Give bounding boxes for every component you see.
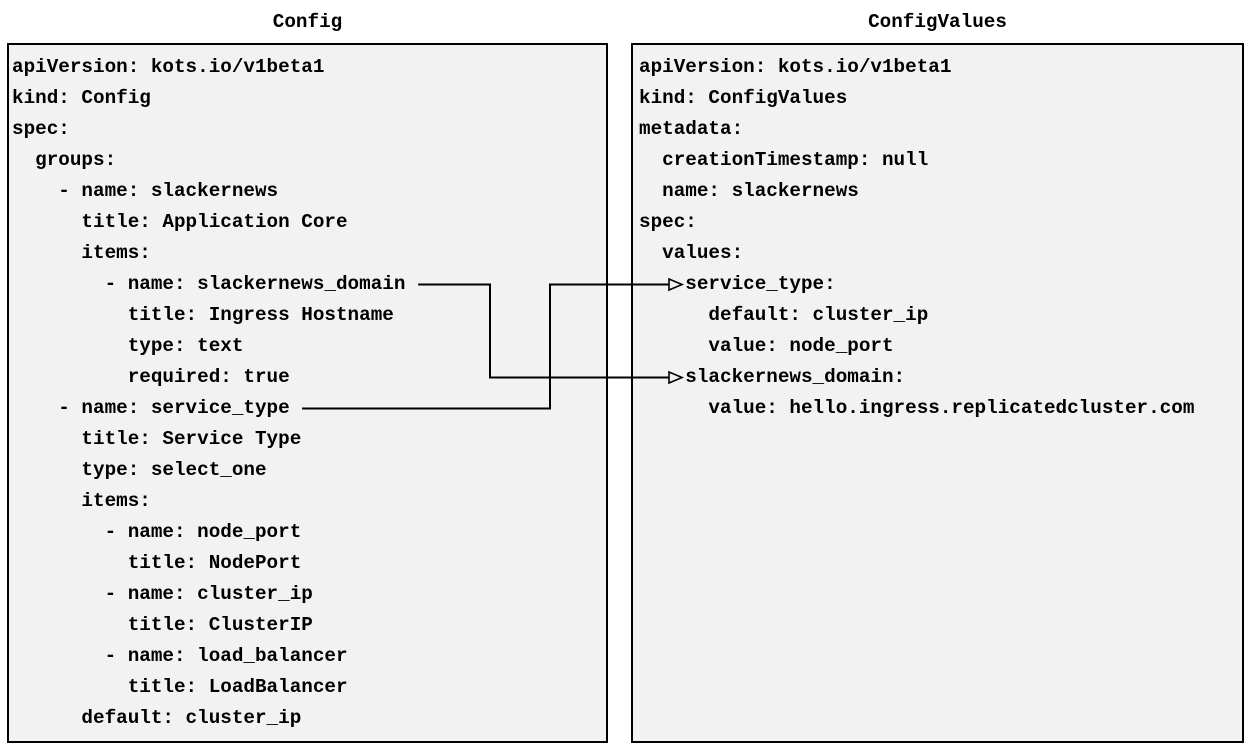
config-panel-title: Config (272, 11, 343, 33)
yaml-line: metadata: (639, 118, 744, 140)
yaml-line: required: true (12, 366, 290, 388)
yaml-line: type: text (12, 335, 244, 357)
yaml-line: - name: node_port (12, 521, 302, 543)
yaml-line: items: (12, 242, 151, 264)
yaml-line: - name: slackernews (12, 180, 279, 202)
configvalues-panel-title: ConfigValues (868, 11, 1007, 33)
yaml-line: service_type: (639, 273, 836, 295)
yaml-line: kind: Config (12, 87, 151, 109)
yaml-line: title: Ingress Hostname (12, 304, 394, 326)
config-yaml-code: apiVersion: kots.io/v1beta1 kind: Config s… (9, 45, 606, 734)
yaml-line: spec: (639, 211, 697, 233)
yaml-line: apiVersion: kots.io/v1beta1 (639, 56, 952, 78)
yaml-line: creationTimestamp: null (639, 149, 929, 171)
yaml-line: title: LoadBalancer (12, 676, 348, 698)
yaml-line: value: node_port (639, 335, 894, 357)
yaml-line: default: cluster_ip (12, 707, 302, 729)
yaml-line: value: hello.ingress.replicatedcluster.c… (639, 397, 1195, 419)
yaml-line: values: (639, 242, 744, 264)
config-yaml-box: apiVersion: kots.io/v1beta1 kind: Config s… (7, 43, 608, 743)
yaml-line: title: Application Core (12, 211, 348, 233)
yaml-line: groups: (12, 149, 117, 171)
yaml-line: type: select_one (12, 459, 267, 481)
yaml-line: title: NodePort (12, 552, 302, 574)
yaml-line: slackernews_domain: (639, 366, 906, 388)
yaml-line: apiVersion: kots.io/v1beta1 (12, 56, 325, 78)
configvalues-yaml-box: apiVersion: kots.io/v1beta1 kind: ConfigV… (631, 43, 1244, 743)
yaml-line: title: ClusterIP (12, 614, 313, 636)
yaml-line: kind: ConfigValues (639, 87, 848, 109)
yaml-line: default: cluster_ip (639, 304, 929, 326)
yaml-line: - name: service_type (12, 397, 290, 419)
yaml-line: spec: (12, 118, 70, 140)
yaml-line: - name: slackernews_domain (12, 273, 406, 295)
yaml-line: - name: load_balancer (12, 645, 348, 667)
yaml-line: title: Service Type (12, 428, 302, 450)
yaml-line: - name: cluster_ip (12, 583, 313, 605)
yaml-line: items: (12, 490, 151, 512)
configvalues-yaml-code: apiVersion: kots.io/v1beta1 kind: ConfigV… (633, 45, 1242, 424)
yaml-line: name: slackernews (639, 180, 859, 202)
